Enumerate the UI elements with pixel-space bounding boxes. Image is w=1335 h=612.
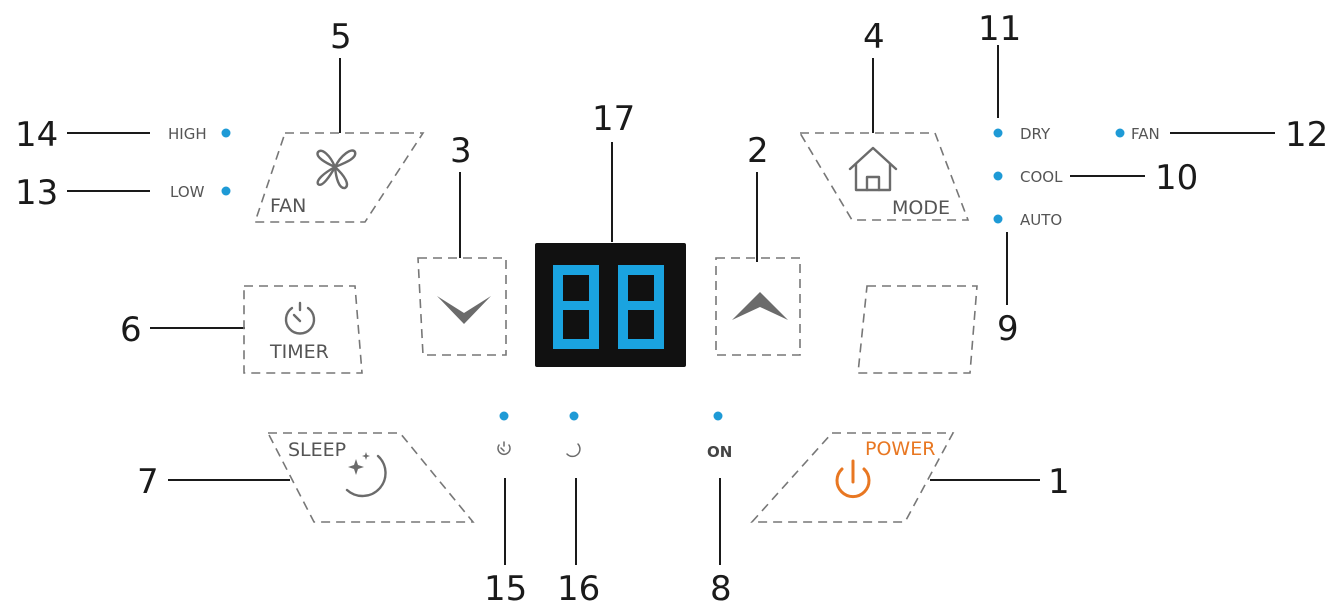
callout-10: 10	[1155, 158, 1198, 198]
callout-14: 14	[15, 115, 58, 155]
chevron-up-icon	[732, 292, 788, 320]
callout-numbers: 14 13 5 3 17 2 4 11 12 10 9 6 7 1 15 16 …	[15, 9, 1328, 609]
dry-indicator-label: DRY	[1020, 125, 1051, 143]
callout-3: 3	[450, 131, 472, 171]
callout-17: 17	[592, 99, 635, 139]
star-icon	[348, 452, 370, 475]
callout-7: 7	[137, 462, 159, 502]
callout-5: 5	[330, 17, 352, 57]
home-icon	[848, 146, 898, 192]
callout-12: 12	[1285, 115, 1328, 155]
mode-button-label: MODE	[892, 197, 950, 219]
callout-15: 15	[484, 569, 527, 609]
low-indicator-label: LOW	[170, 183, 205, 201]
power-icon	[835, 459, 871, 499]
callout-11: 11	[978, 9, 1021, 49]
timer-status-led	[499, 411, 509, 421]
fan-button[interactable]: FAN	[253, 132, 425, 223]
sleep-status-led	[569, 411, 579, 421]
callout-16: 16	[557, 569, 600, 609]
dry-indicator-led	[993, 128, 1003, 138]
callout-2: 2	[747, 131, 769, 171]
digital-display	[535, 243, 686, 367]
mode-button[interactable]: MODE	[798, 132, 970, 221]
chevron-down-icon	[437, 296, 491, 324]
display-digit-2	[618, 265, 664, 349]
cool-indicator-label: COOL	[1020, 168, 1063, 186]
timer-button-label: TIMER	[269, 341, 329, 363]
sleep-button-label: SLEEP	[288, 439, 346, 461]
callout-4: 4	[863, 17, 885, 57]
callout-9: 9	[997, 309, 1019, 349]
fan-mode-indicator-label: FAN	[1131, 125, 1160, 143]
moon-icon	[345, 454, 387, 498]
high-indicator-led	[221, 128, 231, 138]
on-status-label: ON	[707, 443, 732, 461]
callout-6: 6	[120, 310, 142, 350]
mode-indicators: DRY FAN COOL AUTO	[993, 125, 1160, 229]
cool-indicator-led	[993, 171, 1003, 181]
auto-indicator-led	[993, 214, 1003, 224]
leader-lines	[67, 45, 1275, 565]
status-indicators: ON	[497, 411, 732, 461]
high-indicator-label: HIGH	[168, 125, 207, 143]
fan-speed-indicators: HIGH LOW	[168, 125, 231, 201]
fan-button-label: FAN	[270, 195, 306, 217]
fan-icon	[316, 149, 357, 190]
fan-mode-indicator-led	[1115, 128, 1125, 138]
power-button[interactable]: POWER	[750, 432, 955, 523]
timer-button[interactable]: TIMER	[243, 285, 363, 374]
callout-1: 1	[1048, 462, 1070, 502]
callout-13: 13	[15, 173, 58, 213]
blank-button[interactable]	[857, 285, 978, 374]
callout-8: 8	[710, 569, 732, 609]
sleep-button[interactable]: SLEEP	[266, 432, 475, 523]
moon-status-icon	[566, 443, 581, 458]
timer-icon	[284, 301, 316, 335]
power-button-label: POWER	[865, 438, 935, 460]
low-indicator-led	[221, 186, 231, 196]
up-button[interactable]	[715, 257, 801, 356]
on-status-led	[713, 411, 723, 421]
timer-status-icon	[497, 441, 511, 455]
display-digit-1	[553, 265, 599, 349]
down-button[interactable]	[417, 257, 507, 356]
auto-indicator-label: AUTO	[1020, 211, 1062, 229]
